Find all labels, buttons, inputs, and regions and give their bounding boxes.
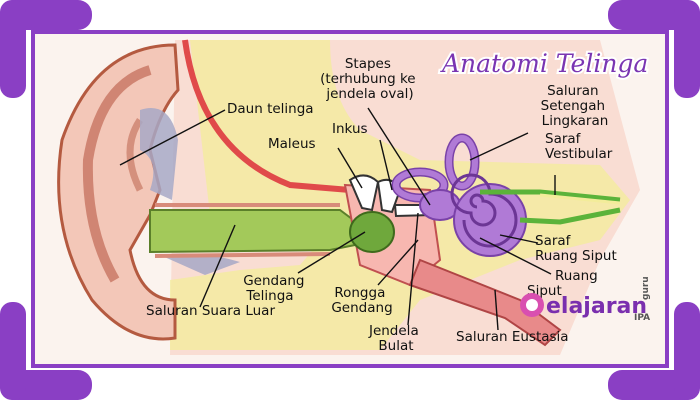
label-ssl-line2: Setengah bbox=[541, 98, 605, 114]
label-stapes-line2: (terhubung ke bbox=[320, 71, 415, 87]
logo-text: elajaran bbox=[546, 294, 647, 319]
label-ssl-line3: Lingkaran bbox=[542, 113, 609, 129]
label-sv-line2: Vestibular bbox=[545, 146, 613, 162]
label-maleus: Maleus bbox=[268, 136, 316, 152]
label-stapes-line3: jendela oval) bbox=[325, 86, 413, 102]
label-stapes: Stapes (terhubung ke jendela oval) bbox=[320, 56, 420, 102]
label-gt-line2: Telinga bbox=[245, 288, 293, 304]
label-saraf-vestibular: Saraf Vestibular bbox=[545, 131, 613, 162]
label-daun-telinga: Daun telinga bbox=[227, 101, 314, 117]
label-jb-line1: Jendela bbox=[368, 323, 419, 339]
label-gt-line1: Gendang bbox=[243, 273, 304, 289]
ear-artwork bbox=[57, 39, 640, 355]
leader-lines bbox=[119, 107, 556, 331]
label-stapes-line1: Stapes bbox=[345, 56, 391, 72]
label-jendela-bulat: Jendela Bulat bbox=[368, 323, 423, 354]
label-ssl-line1: Saluran bbox=[547, 83, 599, 99]
label-rg-line1: Rongga bbox=[334, 285, 385, 301]
label-srs-line1: Saraf bbox=[535, 233, 572, 249]
publisher-logo: elajaran IPA guru bbox=[520, 276, 651, 323]
label-saluran-eustasia: Saluran Eustasia bbox=[456, 329, 569, 345]
logo-sub: IPA bbox=[634, 313, 650, 323]
label-rs-line1: Ruang bbox=[555, 268, 598, 284]
label-jb-line2: Bulat bbox=[378, 338, 413, 354]
label-saluran-suara-luar: Saluran Suara Luar bbox=[146, 303, 275, 319]
label-gendang-telinga: Gendang Telinga bbox=[243, 273, 309, 304]
label-saluran-setengah-lingkaran: Saluran Setengah Lingkaran bbox=[541, 83, 610, 129]
label-sv-line1: Saraf bbox=[545, 131, 582, 147]
diagram-title: Anatomi Telinga bbox=[440, 49, 648, 78]
label-saraf-ruang-siput: Saraf Ruang Siput bbox=[535, 233, 617, 264]
logo-tag: guru bbox=[641, 276, 651, 300]
label-inkus: Inkus bbox=[332, 121, 368, 137]
label-rg-line2: Gendang bbox=[331, 300, 392, 316]
label-srs-line2: Ruang Siput bbox=[535, 248, 617, 264]
label-rongga-gendang: Rongga Gendang bbox=[331, 285, 392, 316]
